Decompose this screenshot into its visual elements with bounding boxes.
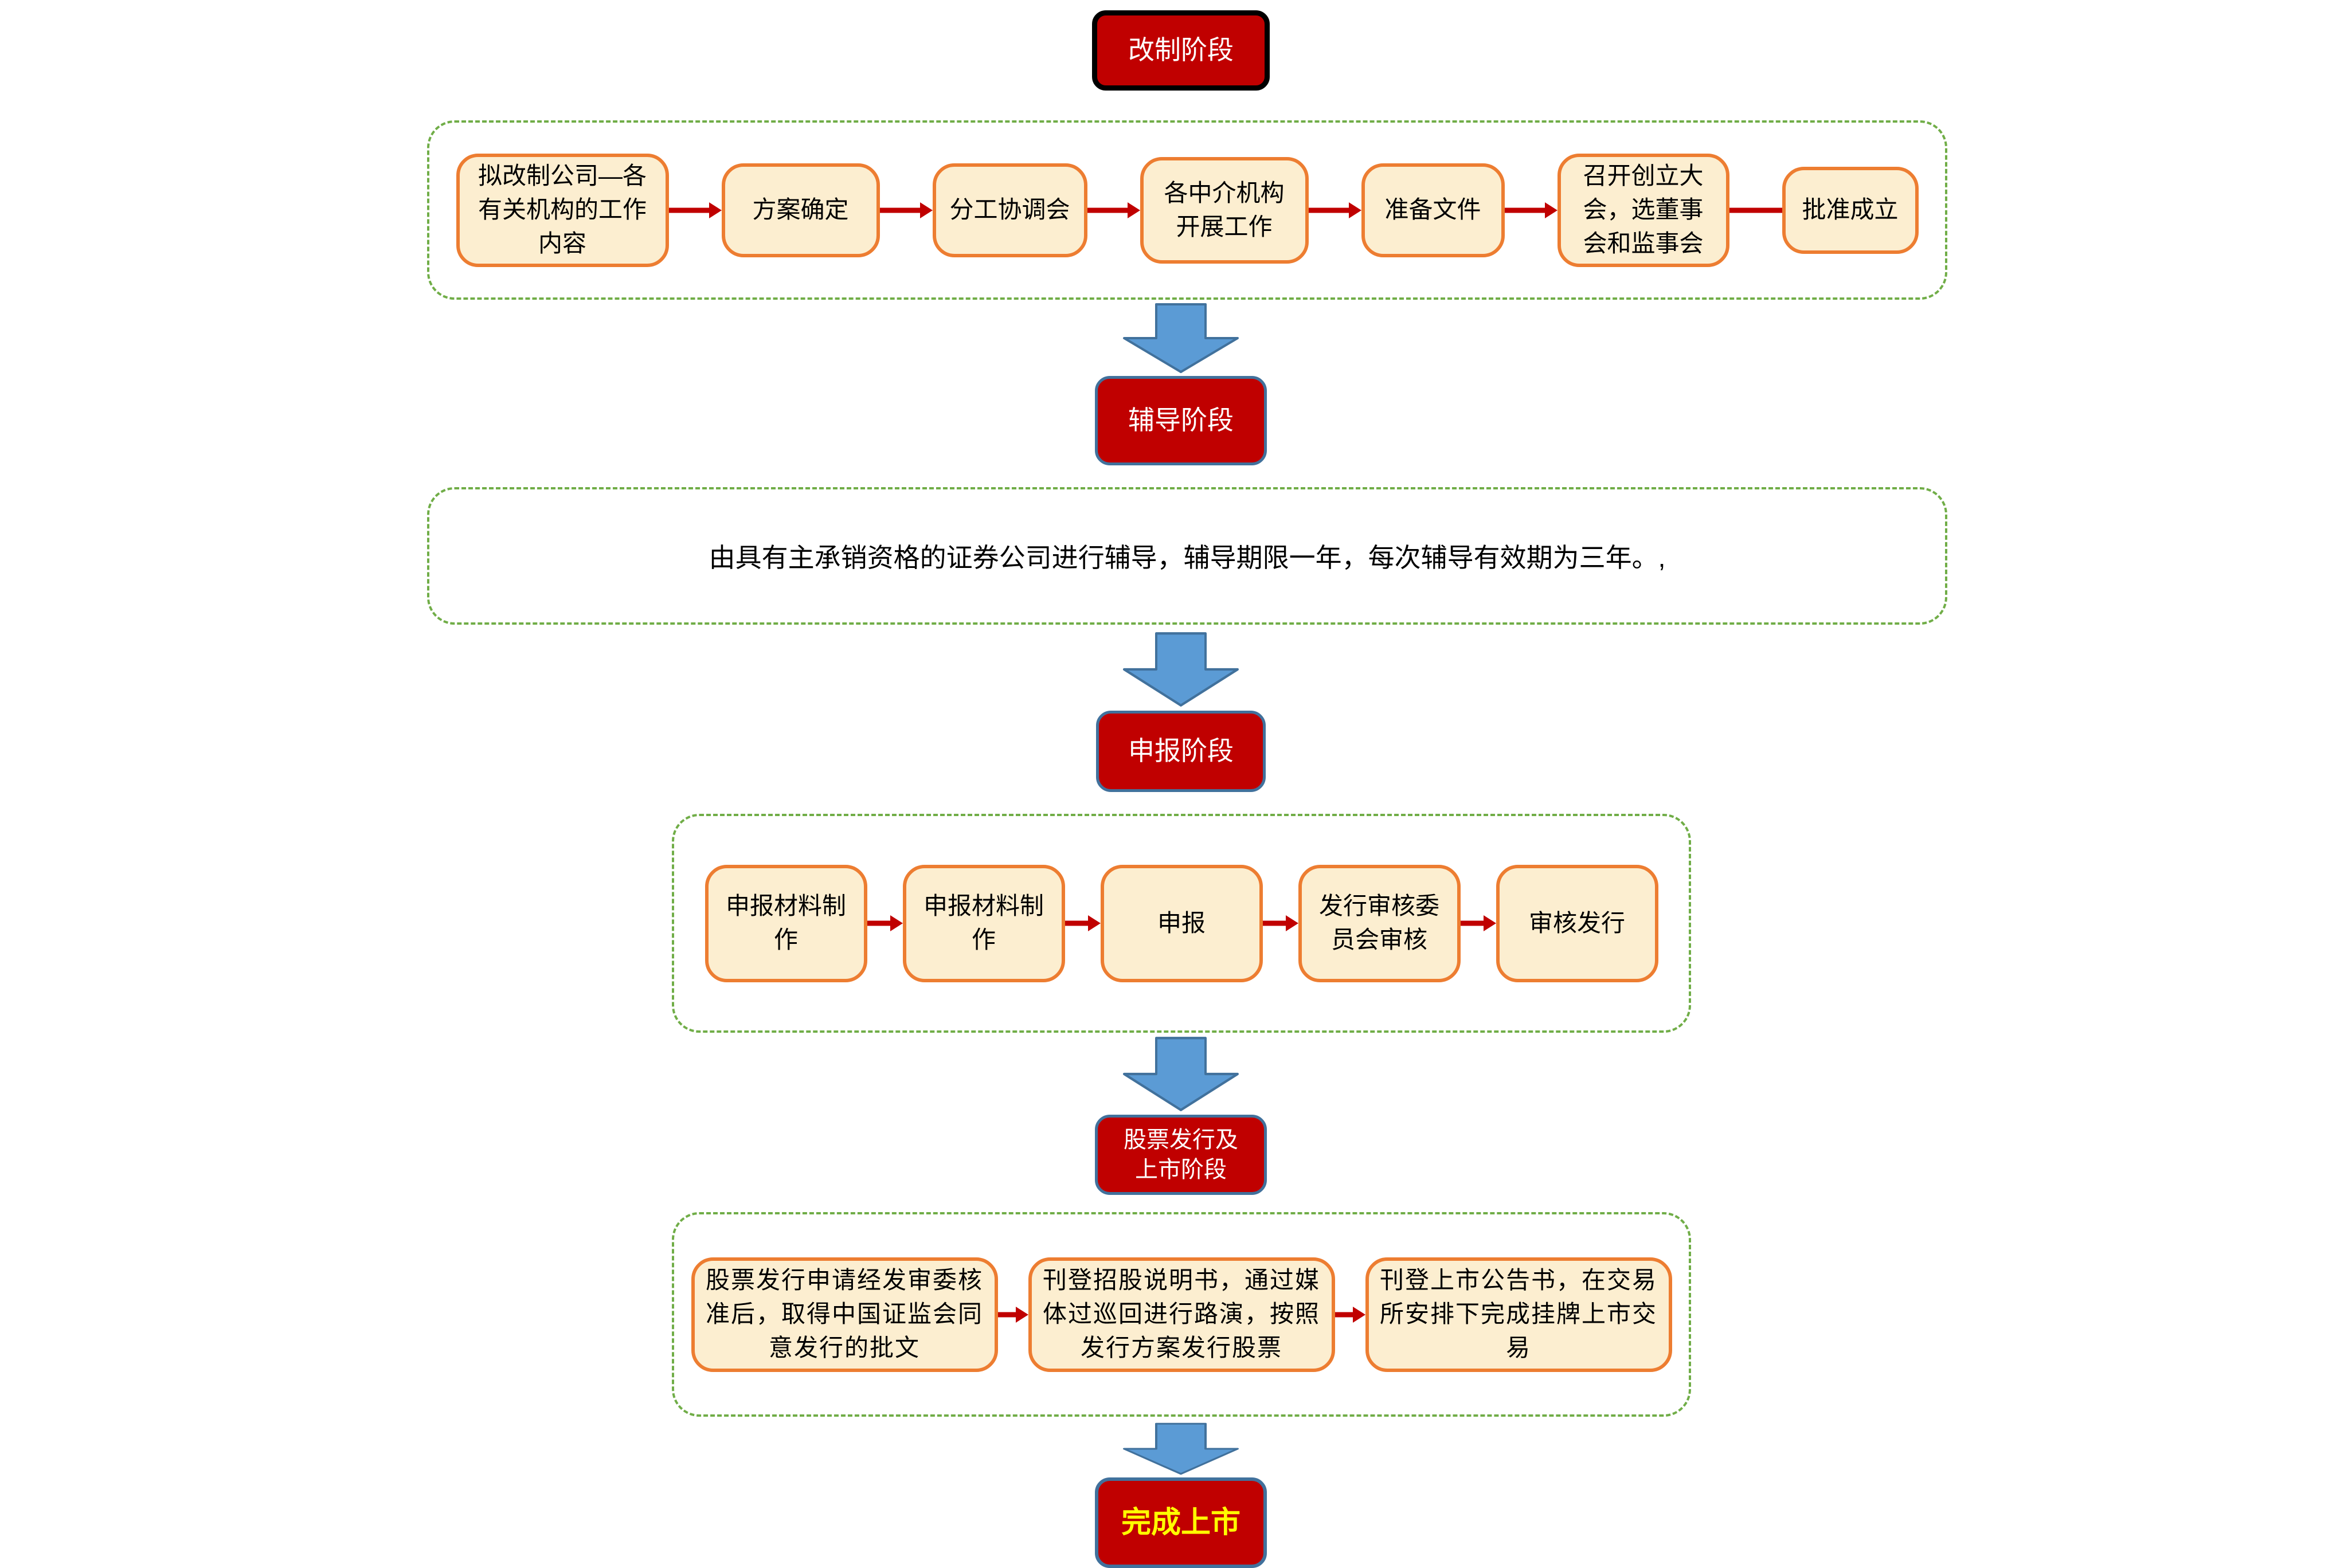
- stage-box-complete: 完成上市: [1095, 1477, 1267, 1568]
- arrow-right-icon: [1065, 915, 1101, 931]
- arrow-down-icon: [1121, 632, 1241, 707]
- flow-node: 股票发行申请经发审委核 准后，取得中国证监会同 意发行的批文: [691, 1257, 998, 1372]
- flow-node: 申报材料制 作: [705, 864, 867, 982]
- arrow-right-icon: [1335, 1306, 1365, 1323]
- arrow-right-icon: [1460, 915, 1496, 931]
- flow-node: 召开创立大 会，选董事 会和监事会: [1557, 153, 1729, 267]
- arrow-right-icon: [1087, 202, 1140, 218]
- flow-node: 审核发行: [1496, 864, 1658, 982]
- stage-box-issuance: 股票发行及 上市阶段: [1095, 1115, 1267, 1195]
- arrow-right-icon: [668, 202, 722, 218]
- arrow-right-icon: [879, 202, 933, 218]
- application-steps-row: 申报材料制 作 申报材料制 作 申报 发行审核委 员会审核 审核发行: [705, 864, 1658, 982]
- arrow-right-icon: [867, 915, 903, 931]
- stage-box-reform: 改制阶段: [1092, 10, 1270, 91]
- arrow-right-icon: [997, 1306, 1028, 1323]
- application-steps-container: 申报材料制 作 申报材料制 作 申报 发行审核委 员会审核 审核发行: [672, 814, 1691, 1033]
- stage-label: 股票发行及 上市阶段: [1124, 1127, 1238, 1182]
- arrow-down-icon: [1121, 303, 1241, 374]
- flow-node: 发行审核委 员会审核: [1298, 864, 1461, 982]
- flow-node: 准备文件: [1361, 163, 1505, 257]
- arrow-right-icon: [1262, 915, 1298, 931]
- flow-node: 各中介机构 开展工作: [1140, 156, 1309, 264]
- listing-steps-row: 股票发行申请经发审委核 准后，取得中国证监会同 意发行的批文 刊登招股说明书，通…: [691, 1257, 1672, 1372]
- flow-node: 申报: [1100, 864, 1263, 982]
- flow-node: 拟改制公司—各 有关机构的工作 内容: [456, 153, 669, 267]
- flow-node: 方案确定: [721, 163, 880, 257]
- flow-node: 分工协调会: [932, 163, 1087, 257]
- arrow-down-icon: [1121, 1422, 1241, 1475]
- arrow-right-icon: [1308, 202, 1361, 218]
- reform-steps-container: 拟改制公司—各 有关机构的工作 内容 方案确定 分工协调会 各中介机构 开展工作…: [427, 120, 1947, 300]
- guidance-note-container: 由具有主承销资格的证券公司进行辅导，辅导期限一年，每次辅导有效期为三年。,: [427, 487, 1947, 625]
- flow-node: 申报材料制 作: [902, 864, 1065, 982]
- arrow-right-icon: [1504, 202, 1557, 218]
- flow-node: 刊登上市公告书，在交易 所安排下完成挂牌上市交 易: [1365, 1257, 1672, 1372]
- stage-label: 完成上市: [1121, 1506, 1240, 1539]
- flow-node: 刊登招股说明书，通过媒 体过巡回进行路演，按照 发行方案发行股票: [1028, 1257, 1335, 1372]
- stage-box-application: 申报阶段: [1096, 711, 1266, 792]
- flow-node: 批准成立: [1782, 166, 1919, 254]
- stage-label: 申报阶段: [1128, 736, 1234, 766]
- arrow-down-icon: [1121, 1036, 1241, 1112]
- stage-label: 改制阶段: [1128, 35, 1234, 65]
- connector-line: [1729, 207, 1782, 213]
- stage-label: 辅导阶段: [1128, 405, 1234, 436]
- reform-steps-row: 拟改制公司—各 有关机构的工作 内容 方案确定 分工协调会 各中介机构 开展工作…: [456, 153, 1919, 267]
- stage-box-guidance: 辅导阶段: [1095, 376, 1267, 465]
- listing-steps-container: 股票发行申请经发审委核 准后，取得中国证监会同 意发行的批文 刊登招股说明书，通…: [672, 1212, 1691, 1417]
- guidance-note-text: 由具有主承销资格的证券公司进行辅导，辅导期限一年，每次辅导有效期为三年。,: [709, 543, 1666, 573]
